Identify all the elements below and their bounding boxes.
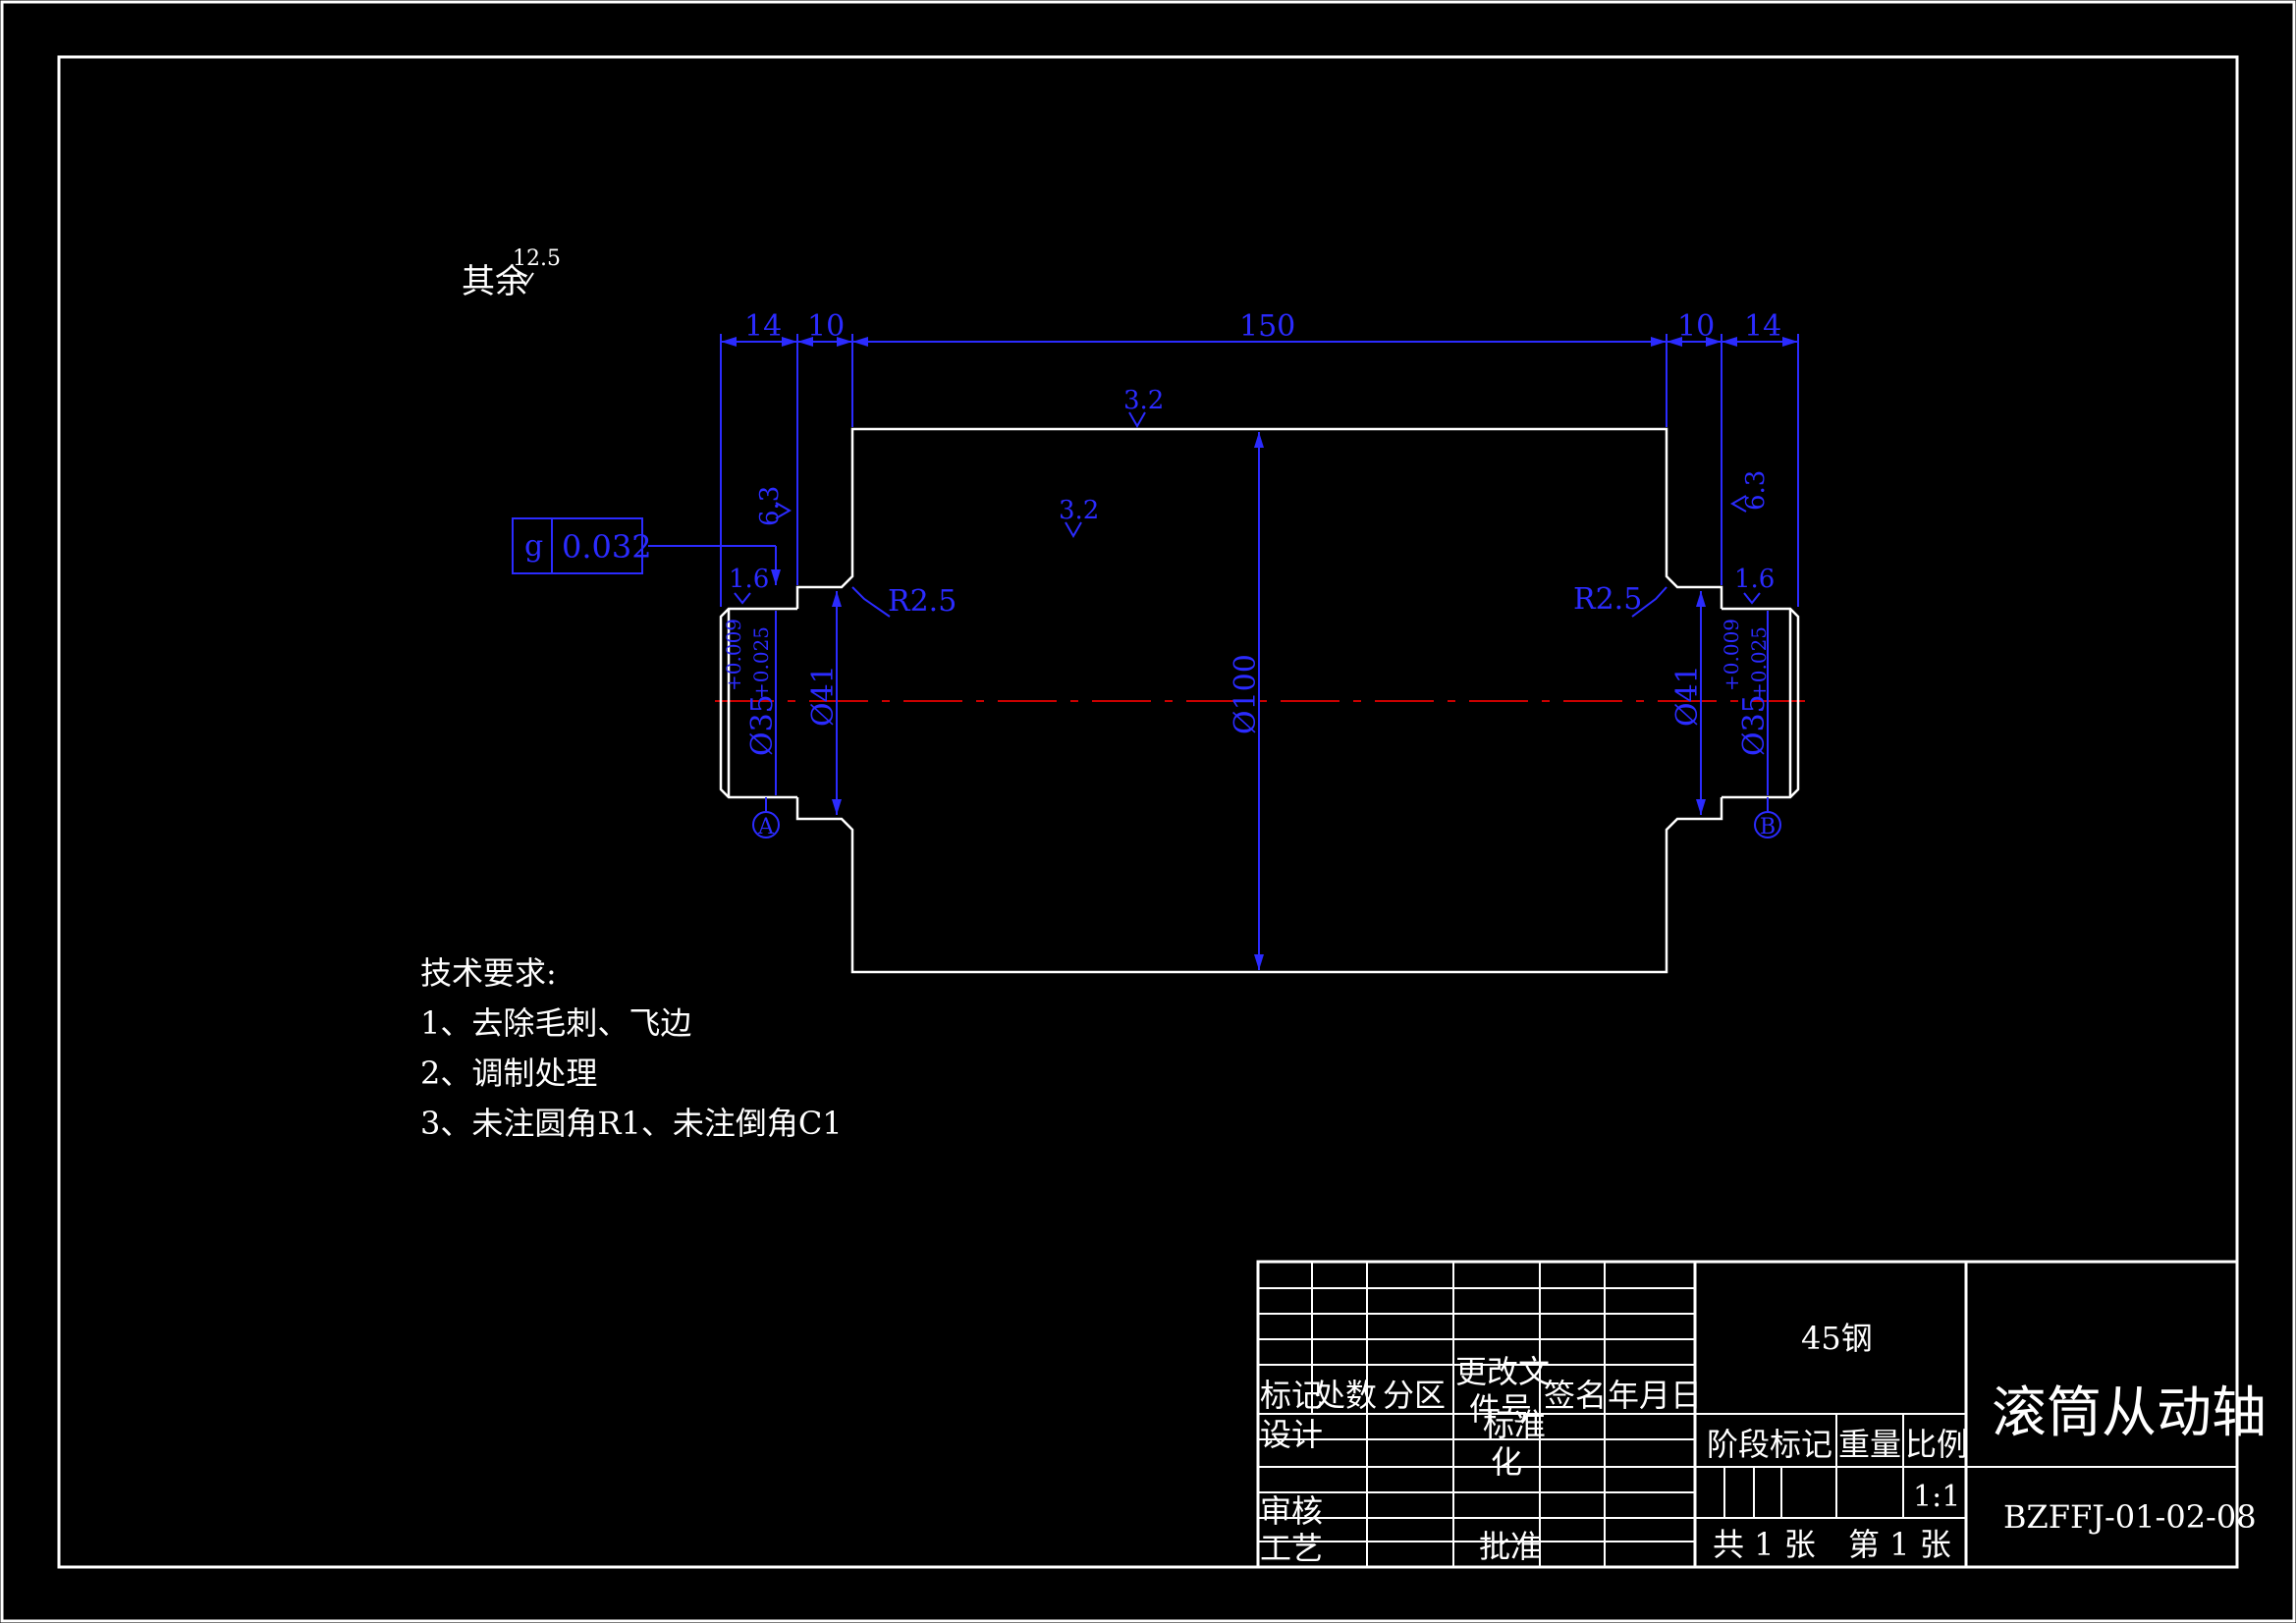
tolerance-symbol: g bbox=[524, 529, 543, 564]
title-block-grid bbox=[1256, 1260, 2239, 1569]
tb-role-approve: 批准 bbox=[1479, 1528, 1542, 1565]
tol-upper-right: +0.009 bbox=[1720, 619, 1743, 691]
dimension-lines bbox=[648, 334, 1799, 970]
dimension-arrows bbox=[721, 337, 1798, 970]
surface-mark-left-end: 6.3 bbox=[755, 486, 785, 526]
datum-right: B bbox=[1760, 815, 1776, 839]
dim-10-right: 10 bbox=[1677, 309, 1715, 344]
roughness-symbol bbox=[517, 272, 534, 287]
dim-150: 150 bbox=[1239, 309, 1295, 344]
radius-right: R2.5 bbox=[1573, 582, 1642, 617]
datum-left: A bbox=[757, 815, 775, 839]
radius-left: R2.5 bbox=[888, 584, 957, 619]
dim-14-right: 14 bbox=[1744, 309, 1781, 344]
tb-header-zone: 分区 bbox=[1383, 1377, 1446, 1414]
tb-header-count: 处数 bbox=[1314, 1377, 1377, 1414]
tb-role-process: 工艺 bbox=[1260, 1530, 1323, 1567]
tb-header-change-2: 件号 bbox=[1469, 1390, 1532, 1428]
tb-sheet-no: 第 1 张 bbox=[1848, 1526, 1951, 1563]
tb-role-standardize-2: 化 bbox=[1491, 1443, 1522, 1481]
dia-shoulder-right: Ø41 bbox=[1670, 665, 1705, 727]
datum-markers bbox=[752, 797, 1781, 839]
surface-mark-right-end: 6.3 bbox=[1741, 470, 1771, 511]
dia-journal-left: Ø35 bbox=[745, 694, 780, 756]
tech-req-item-3: 3、未注圆角R1、未注倒角C1 bbox=[420, 1105, 843, 1142]
surface-mark-top: 3.2 bbox=[1123, 386, 1164, 415]
tech-req-item-1: 1、去除毛刺、飞边 bbox=[420, 1004, 691, 1042]
tb-header-mark: 标记 bbox=[1260, 1377, 1323, 1414]
tb-role-review: 审核 bbox=[1260, 1492, 1323, 1530]
tb-part-name: 滚筒从动轴 bbox=[1992, 1381, 2267, 1445]
tol-lower-right: +0.025 bbox=[1747, 626, 1771, 699]
surface-mark-right-journal: 1.6 bbox=[1734, 565, 1775, 594]
tb-drawing-number: BZFFJ-01-02-08 bbox=[2003, 1498, 2257, 1536]
tb-weight: 重量 bbox=[1838, 1426, 1901, 1463]
tolerance-value: 0.032 bbox=[562, 528, 652, 566]
surface-mark-left-journal: 1.6 bbox=[729, 565, 769, 594]
roughness-note-label: 其余 bbox=[462, 262, 528, 301]
dim-14-left: 14 bbox=[744, 309, 782, 344]
tb-material: 45钢 bbox=[1801, 1320, 1873, 1357]
tolerance-frame bbox=[512, 517, 643, 574]
surface-mark-center: 3.2 bbox=[1059, 496, 1099, 525]
tb-role-standardize-1: 标准 bbox=[1483, 1406, 1546, 1443]
dia-main: Ø100 bbox=[1229, 654, 1263, 734]
tol-upper-left: +0.009 bbox=[722, 619, 745, 691]
tb-sheets-total: 共 1 张 bbox=[1713, 1526, 1816, 1563]
tb-scale-label: 比例 bbox=[1905, 1426, 1968, 1463]
tb-header-date: 年月日 bbox=[1608, 1377, 1702, 1414]
dim-10-left: 10 bbox=[807, 309, 845, 344]
roughness-note-value: 12.5 bbox=[513, 246, 561, 271]
tech-req-item-2: 2、调制处理 bbox=[420, 1055, 597, 1092]
tb-role-design: 设计 bbox=[1260, 1416, 1323, 1453]
tb-stage-mark: 阶段标记 bbox=[1707, 1426, 1832, 1463]
tol-lower-left: +0.025 bbox=[749, 626, 773, 699]
tb-header-change-1: 更改文 bbox=[1455, 1353, 1550, 1390]
tb-header-signature: 签名 bbox=[1544, 1377, 1607, 1414]
shaft-outline bbox=[719, 427, 1800, 974]
dia-journal-right: Ø35 bbox=[1737, 694, 1772, 756]
dia-shoulder-left: Ø41 bbox=[806, 665, 841, 727]
surface-finish-symbols bbox=[734, 411, 1761, 605]
tb-scale: 1:1 bbox=[1913, 1480, 1960, 1514]
tech-req-title: 技术要求: bbox=[420, 954, 557, 992]
